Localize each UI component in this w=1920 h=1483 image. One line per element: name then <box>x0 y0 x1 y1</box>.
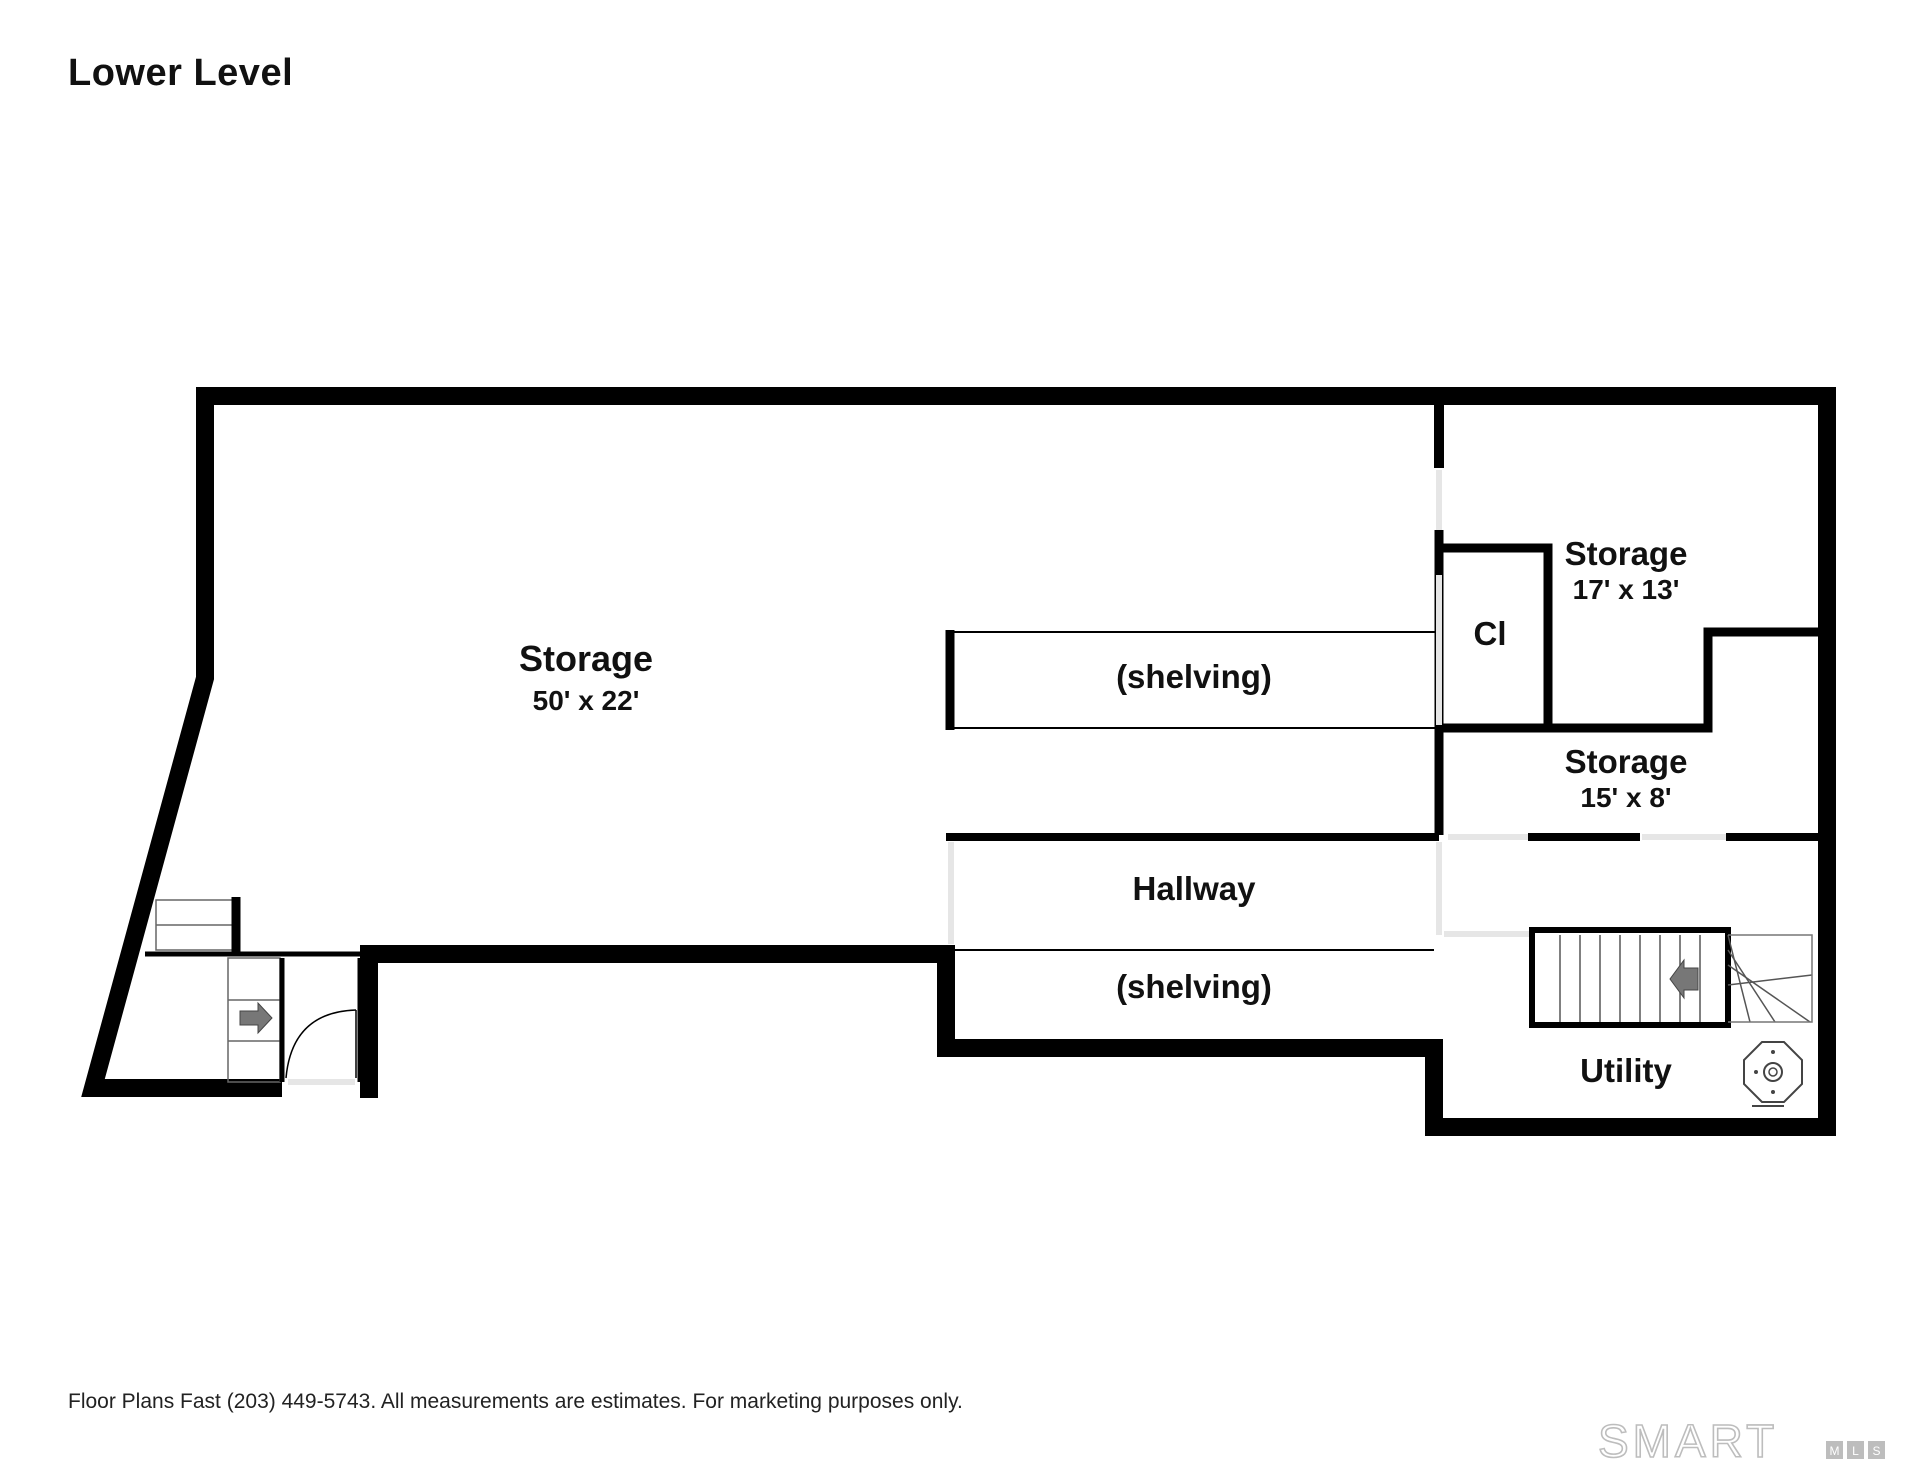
logo-main-text: SMART <box>1598 1415 1778 1467</box>
storage-ne-dims: 17' x 13' <box>1573 574 1680 605</box>
storage-mid-dims: 15' x 8' <box>1580 782 1671 813</box>
stair-landing <box>1728 934 1813 1023</box>
storage-ne-name: Storage <box>1565 535 1688 572</box>
footer-disclaimer: Floor Plans Fast (203) 449-5743. All mea… <box>68 1390 963 1413</box>
stair-arrow-icon <box>1669 958 1699 1000</box>
logo-sub-l: L <box>1852 1444 1859 1458</box>
interior-wall <box>1548 627 1822 733</box>
staircase <box>1529 927 1731 1028</box>
logo-sub-m: M <box>1830 1444 1840 1458</box>
smart-mls-logo: SMART M L S <box>1598 1414 1885 1468</box>
closet-label: Cl <box>1474 615 1507 652</box>
water-heater-icon <box>1743 1041 1803 1107</box>
main-storage-name: Storage <box>519 638 653 679</box>
utility-label: Utility <box>1580 1052 1672 1089</box>
door-swing <box>285 1009 357 1079</box>
shelving-lower-label: (shelving) <box>1116 968 1272 1005</box>
outer-wall <box>81 396 282 1097</box>
storage-mid-name: Storage <box>1565 743 1688 780</box>
outer-wall-south <box>196 387 1836 1136</box>
logo-sub-s: S <box>1872 1444 1880 1458</box>
shelving-upper-label: (shelving) <box>1116 658 1272 695</box>
entry-arrow-icon <box>239 1001 273 1035</box>
stair-treads <box>1559 934 1813 1023</box>
main-storage-dims: 50' x 22' <box>533 685 640 716</box>
plan-title: Lower Level <box>68 52 294 94</box>
hallway-label: Hallway <box>1133 870 1257 907</box>
